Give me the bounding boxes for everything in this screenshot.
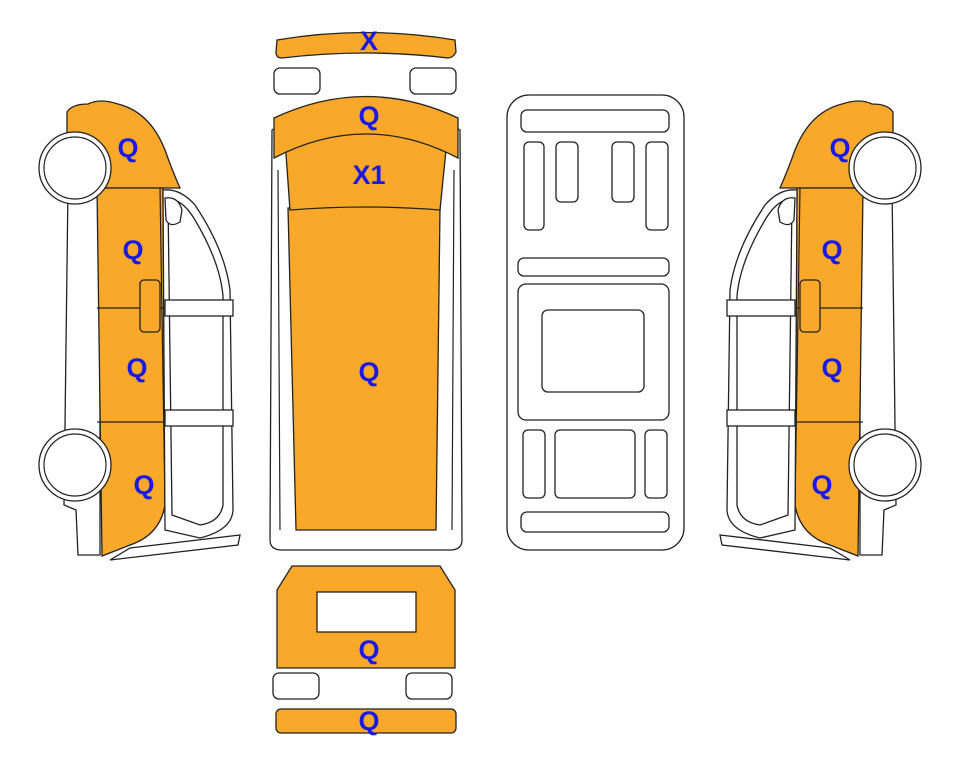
- right-rear-quarter-label: Q: [811, 470, 832, 500]
- taillight-left: [272, 672, 320, 700]
- underside-view: [506, 94, 685, 551]
- left-rear-quarter-label: Q: [133, 470, 154, 500]
- right-front-door-label: Q: [821, 235, 842, 265]
- rear-bumper-label: Q: [358, 706, 379, 736]
- headlight-right: [409, 67, 457, 95]
- front-view: [273, 31, 457, 95]
- rear-view: [272, 565, 457, 734]
- right-sliding-door-label: Q: [821, 353, 842, 383]
- left-sliding-door-label: Q: [126, 353, 147, 383]
- left-front-fender-label: Q: [117, 133, 138, 163]
- rear-door-label: Q: [358, 635, 379, 665]
- headlight-left: [273, 67, 321, 95]
- front-bumper-label: X: [360, 26, 378, 56]
- rear-window: [316, 591, 417, 633]
- windshield-label: X1: [352, 160, 385, 190]
- front-bumper: [275, 31, 457, 59]
- hood: [273, 95, 459, 160]
- roof-label: Q: [358, 357, 379, 387]
- taillight-right: [405, 672, 453, 700]
- right-front-fender-label: Q: [829, 133, 850, 163]
- hood-label: Q: [358, 101, 379, 131]
- rear-bumper: [275, 708, 457, 734]
- left-front-door-label: Q: [122, 235, 143, 265]
- top-view: [269, 95, 463, 551]
